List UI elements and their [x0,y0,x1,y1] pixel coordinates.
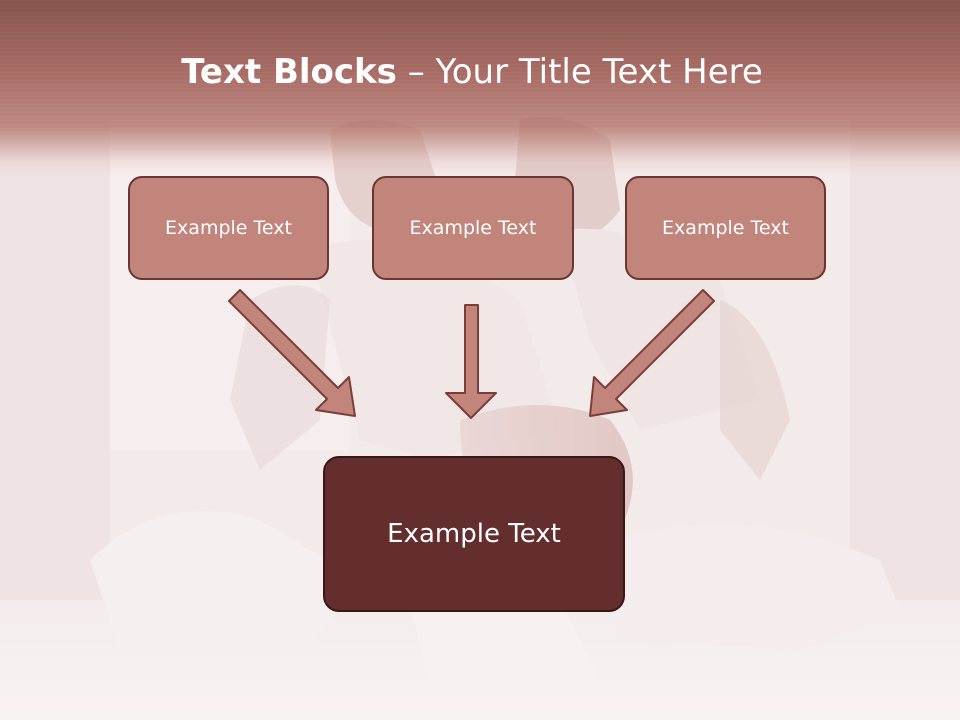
text-block-left-label: Example Text [165,217,292,239]
text-block-center-label: Example Text [409,217,537,239]
text-block-right-label: Example Text [662,217,789,239]
text-block-main[interactable]: Example Text [323,456,625,612]
header-band [0,0,960,175]
slide-title: Text Blocks – Your Title Text Here [0,52,944,92]
text-block-main-label: Example Text [387,519,561,549]
slide-title-rest: – Your Title Text Here [396,52,763,92]
text-block-center[interactable]: Example Text [372,176,574,280]
slide-title-bold: Text Blocks [181,52,397,92]
text-block-right[interactable]: Example Text [625,176,826,280]
text-block-left[interactable]: Example Text [128,176,329,280]
